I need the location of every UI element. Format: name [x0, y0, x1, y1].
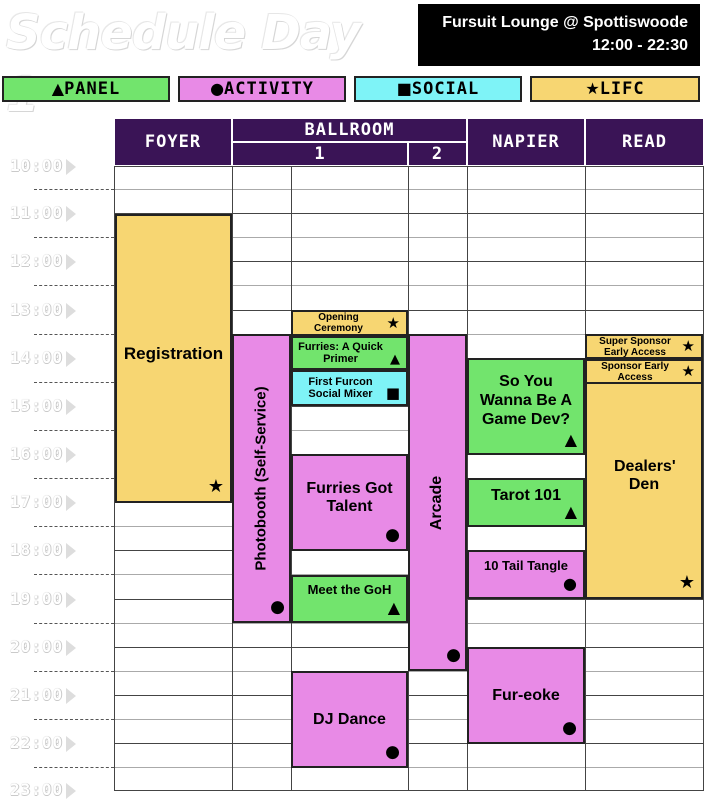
room-header-foyer: FOYER	[114, 118, 232, 166]
room-header-read: READ	[585, 118, 704, 166]
arrow-right-icon	[66, 591, 77, 608]
event-10-tail-tangle[interactable]: 10 Tail Tangle ●	[467, 550, 585, 599]
arrow-right-icon	[66, 687, 77, 704]
arrow-right-icon	[66, 735, 77, 752]
arrow-right-icon	[66, 446, 77, 463]
circle-icon: ●	[385, 742, 400, 762]
time-label: 15:00	[10, 396, 110, 416]
time-label: 19:00	[10, 589, 110, 609]
event-meet-the-goh[interactable]: Meet the GoH ▲	[291, 575, 408, 623]
room-header-ballroom-1: 1	[232, 142, 408, 166]
arrow-right-icon	[66, 494, 77, 511]
circle-icon: ●	[562, 718, 577, 738]
event-furries-quick-primer[interactable]: Furries: A Quick Primer ▲	[291, 336, 408, 370]
event-arcade[interactable]: Arcade ●	[408, 334, 467, 671]
room-header-ballroom: BALLROOM	[232, 118, 467, 142]
event-sponsor-early-access[interactable]: Sponsor Early Access ★	[585, 359, 703, 384]
time-label: 21:00	[10, 685, 110, 705]
triangle-icon: ▲	[387, 598, 400, 617]
legend-lifc-label: LIFC	[599, 79, 645, 99]
arrow-right-icon	[66, 158, 77, 175]
star-icon: ★	[681, 337, 695, 355]
time-label: 18:00	[10, 540, 110, 560]
star-icon: ★	[681, 362, 695, 380]
triangle-icon: ▲	[564, 502, 577, 521]
event-registration[interactable]: Registration ★	[115, 214, 232, 503]
arrow-right-icon	[66, 350, 77, 367]
legend-lifc: ★LIFC	[530, 76, 700, 102]
circle-icon: ●	[563, 574, 577, 593]
arrow-right-icon	[66, 302, 77, 319]
arrow-right-icon	[66, 542, 77, 559]
event-dealers-den[interactable]: Dealers' Den ★	[585, 382, 703, 599]
time-label: 23:00	[10, 780, 110, 800]
star-icon: ★	[678, 572, 695, 593]
star-icon: ★	[207, 476, 224, 497]
event-dj-dance[interactable]: DJ Dance ●	[291, 671, 408, 768]
star-icon: ★	[585, 79, 600, 98]
arrow-right-icon	[66, 639, 77, 656]
triangle-icon: ▲	[51, 79, 65, 98]
room-header-ballroom-2: 2	[408, 142, 467, 166]
arrow-right-icon	[66, 205, 77, 222]
arrow-right-icon	[66, 782, 77, 799]
time-label: 20:00	[10, 637, 110, 657]
event-furries-got-talent[interactable]: Furries Got Talent ●	[291, 454, 408, 551]
time-label: 13:00	[10, 300, 110, 320]
arrow-right-icon	[66, 398, 77, 415]
room-header-napier: NAPIER	[467, 118, 585, 166]
time-label: 14:00	[10, 348, 110, 368]
legend-activity-label: ACTIVITY	[224, 79, 314, 99]
square-icon: ■	[396, 79, 412, 98]
arrow-right-icon	[66, 253, 77, 270]
time-label: 22:00	[10, 733, 110, 753]
circle-icon: ●	[385, 525, 400, 545]
time-label: 16:00	[10, 444, 110, 464]
circle-icon: ●	[210, 79, 225, 98]
event-first-furcon-social-mixer[interactable]: First Furcon Social Mixer ■	[291, 370, 408, 406]
venue-box: Fursuit Lounge @ Spottiswoode 12:00 - 22…	[418, 4, 700, 66]
event-super-sponsor-early-access[interactable]: Super Sponsor Early Access ★	[585, 334, 703, 359]
circle-icon: ●	[270, 597, 285, 617]
time-label: 10:00	[10, 156, 110, 176]
legend-social-label: SOCIAL	[411, 79, 480, 99]
event-tarot-101[interactable]: Tarot 101 ▲	[467, 478, 585, 527]
time-label: 12:00	[10, 251, 110, 271]
event-photobooth[interactable]: Photobooth (Self-Service) ●	[232, 334, 291, 623]
time-label: 17:00	[10, 492, 110, 512]
venue-name: Fursuit Lounge @ Spottiswoode	[442, 14, 688, 31]
legend-panel: ▲PANEL	[2, 76, 170, 102]
circle-icon: ●	[446, 645, 461, 665]
venue-hours: 12:00 - 22:30	[591, 37, 688, 54]
event-game-dev[interactable]: So You Wanna Be A Game Dev? ▲	[467, 358, 585, 455]
event-opening-ceremony[interactable]: Opening Ceremony ★	[291, 310, 408, 336]
square-icon: ■	[385, 384, 400, 402]
time-label: 11:00	[10, 203, 110, 223]
legend-activity: ●ACTIVITY	[178, 76, 346, 102]
triangle-icon: ▲	[390, 352, 400, 367]
legend-panel-label: PANEL	[64, 79, 121, 99]
triangle-icon: ▲	[564, 430, 577, 449]
event-fur-eoke[interactable]: Fur-eoke ●	[467, 647, 585, 744]
star-icon: ★	[386, 314, 400, 332]
legend-social: ■SOCIAL	[354, 76, 522, 102]
